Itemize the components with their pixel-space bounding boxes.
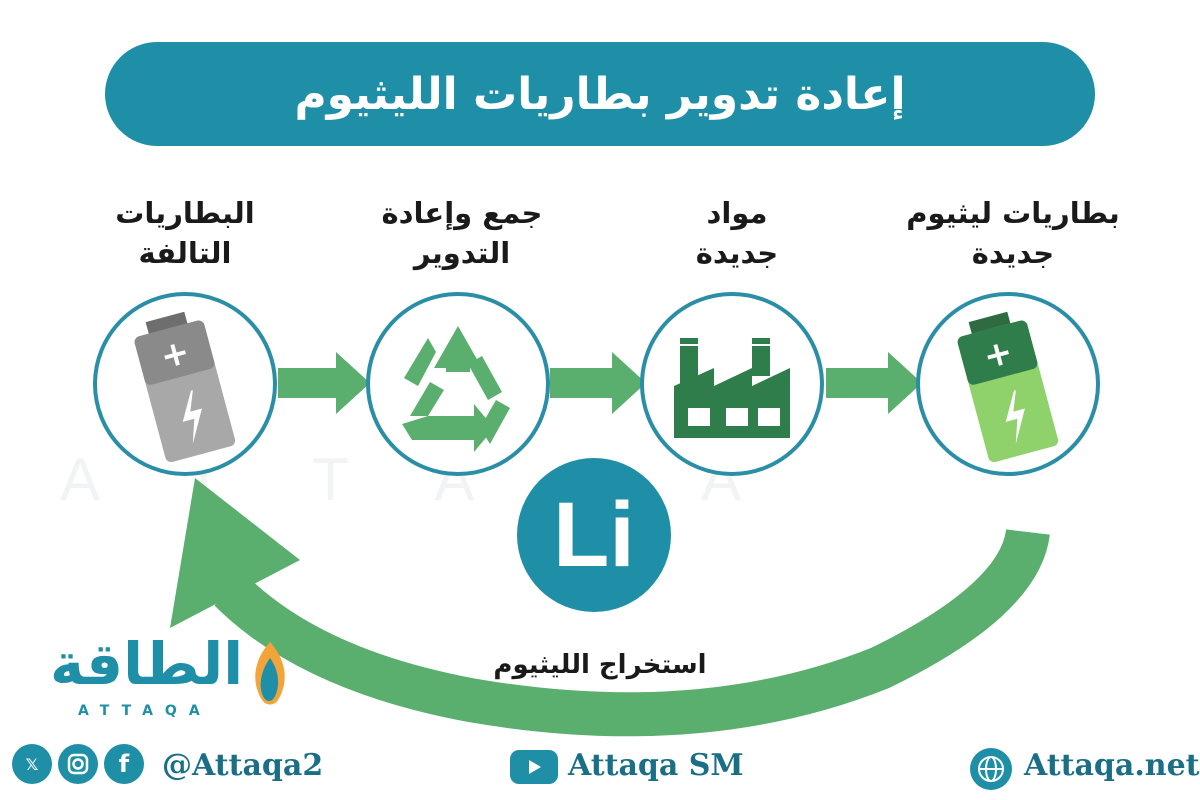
step-2-label-line2: التدوير xyxy=(413,236,511,270)
step-2-circle xyxy=(366,292,550,476)
social-icons: 𝕏 f xyxy=(12,744,144,784)
title-banner: إعادة تدوير بطاريات الليثيوم xyxy=(105,42,1095,146)
arrow-2-to-3 xyxy=(550,352,646,414)
step-2-label: جمع وإعادة التدوير xyxy=(352,193,572,273)
step-1-label: البطاريات التالفة xyxy=(75,193,295,273)
step-3-label-line1: مواد xyxy=(706,196,768,230)
step-1-circle: + xyxy=(93,292,277,476)
step-4-label: بطاريات ليثيوم جديدة xyxy=(903,193,1123,273)
step-1-label-line2: التالفة xyxy=(138,236,232,270)
instagram-icon[interactable] xyxy=(58,744,98,784)
step-2-label-line1: جمع وإعادة xyxy=(381,196,543,230)
step-4-label-line2: جديدة xyxy=(971,236,1055,270)
arrow-3-to-4 xyxy=(826,352,922,414)
social-handle[interactable]: @Attaqa2 xyxy=(162,748,324,783)
step-1-label-line1: البطاريات xyxy=(115,196,255,230)
arrow-1-to-2 xyxy=(278,352,370,414)
return-arc-arrow xyxy=(170,478,1050,737)
step-3-circle xyxy=(640,292,824,476)
step-3-label-line2: جديدة xyxy=(695,236,779,270)
new-battery-icon: + xyxy=(957,311,1059,463)
step-4-label-line1: بطاريات ليثيوم xyxy=(906,196,1120,230)
factory-icon xyxy=(674,338,790,438)
globe-icon[interactable] xyxy=(970,748,1012,790)
step-4-circle: + xyxy=(916,292,1100,476)
dead-battery-icon: + xyxy=(134,311,236,463)
x-icon[interactable]: 𝕏 xyxy=(12,744,52,784)
logo-flame-icon xyxy=(255,642,285,705)
youtube-channel[interactable]: Attaqa SM xyxy=(568,748,744,783)
step-3-label: مواد جديدة xyxy=(627,193,847,273)
logo-latin: ATTAQA xyxy=(78,703,212,719)
website-link[interactable]: Attaqa.net xyxy=(1024,748,1200,783)
facebook-icon[interactable]: f xyxy=(104,744,144,784)
page-title: إعادة تدوير بطاريات الليثيوم xyxy=(294,68,906,120)
logo-arabic: الطاقة xyxy=(50,630,244,698)
lithium-caption: استخراج الليثيوم xyxy=(493,650,707,680)
lithium-circle: Li xyxy=(517,458,671,612)
recycle-icon xyxy=(402,326,510,452)
youtube-icon[interactable] xyxy=(510,750,558,784)
lithium-symbol: Li xyxy=(553,483,635,586)
